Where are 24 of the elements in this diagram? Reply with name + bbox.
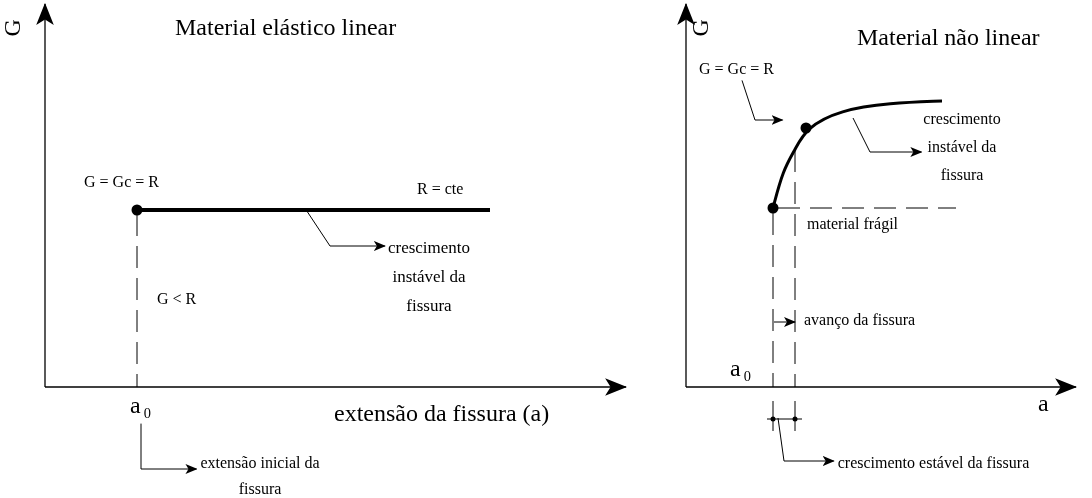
annotation-text: crescimento instável da fissura: [380, 233, 478, 320]
leader-line: [777, 417, 835, 466]
leader-line: [741, 79, 784, 125]
annotation-text: R = cte: [417, 180, 464, 199]
annotation-text: crescimento instável da fissura: [912, 105, 1012, 189]
annotation-text: G = Gc = R: [699, 60, 774, 79]
resistance-line: [131, 204, 490, 216]
chart-title: Material elástico linear: [175, 14, 397, 42]
axis-title: G: [686, 19, 714, 37]
leader-line: [140, 423, 198, 474]
annotation-text: avanço da fissura: [804, 311, 916, 330]
axis-tick-label: a$_{0}$: [130, 392, 151, 422]
annotation-text: G < R: [157, 290, 197, 309]
axis-title: G: [0, 19, 26, 37]
axis-title: extensão da fissura (a): [334, 400, 550, 428]
axis-tick-label: a$_{0}$: [730, 355, 751, 385]
leader-line: [852, 117, 923, 157]
axis-title: a: [1038, 390, 1049, 418]
leader-line: [307, 211, 386, 251]
dimension-bar: [766, 400, 803, 432]
annotation-text: G = Gc = R: [84, 173, 159, 192]
chart-title: Material não linear: [857, 24, 1040, 52]
annotation-text: crescimento estável da fissura: [826, 450, 1041, 476]
annotation-text: extensão inicial da fissura: [184, 450, 336, 498]
